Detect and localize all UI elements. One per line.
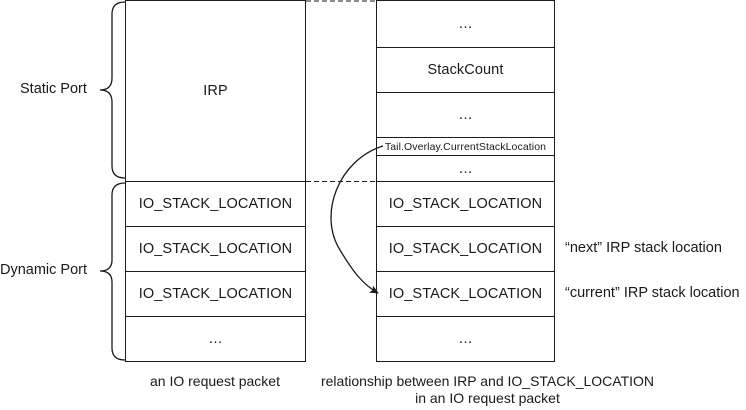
left-stack-location-1-label: IO_STACK_LOCATION xyxy=(138,196,293,212)
static-port-label: Static Port xyxy=(20,81,87,97)
dynamic-port-brace xyxy=(99,182,126,361)
right-irp-field-ellipsis-3: … xyxy=(376,155,555,182)
right-caption-line1: relationship between IRP and IO_STACK_LO… xyxy=(320,373,655,389)
right-stack-location-3: IO_STACK_LOCATION xyxy=(376,271,555,317)
left-irp-box: IRP xyxy=(125,0,306,182)
next-stack-location-annotation: “next” IRP stack location xyxy=(565,240,722,256)
right-stack-location-1-label: IO_STACK_LOCATION xyxy=(388,196,543,212)
right-irp-field-current-stack-location-label: Tail.Overlay.CurrentStackLocation xyxy=(384,140,547,153)
right-irp-field-current-stack-location: Tail.Overlay.CurrentStackLocation xyxy=(376,137,555,156)
left-stack-location-2-label: IO_STACK_LOCATION xyxy=(138,241,293,257)
right-stack-ellipsis-label: … xyxy=(458,331,473,347)
right-irp-field-ellipsis-1: … xyxy=(376,0,555,48)
left-stack-ellipsis: … xyxy=(125,316,306,362)
right-irp-field-stackcount-label: StackCount xyxy=(427,62,504,78)
left-caption: an IO request packet xyxy=(150,373,280,389)
left-stack-ellipsis-label: … xyxy=(208,331,223,347)
left-stack-location-1: IO_STACK_LOCATION xyxy=(125,181,306,227)
right-irp-field-ellipsis-2: … xyxy=(376,92,555,138)
right-irp-field-ellipsis-3-label: … xyxy=(458,160,473,177)
right-stack-location-2-label: IO_STACK_LOCATION xyxy=(388,241,543,257)
right-irp-field-stackcount: StackCount xyxy=(376,47,555,93)
left-stack-location-2: IO_STACK_LOCATION xyxy=(125,226,306,272)
right-caption-line2: in an IO request packet xyxy=(415,390,560,406)
dynamic-port-label: Dynamic Port xyxy=(0,262,88,278)
right-irp-field-ellipsis-1-label: … xyxy=(458,16,473,32)
right-stack-location-3-label: IO_STACK_LOCATION xyxy=(388,286,543,302)
right-stack-ellipsis: … xyxy=(376,316,555,362)
left-stack-location-3: IO_STACK_LOCATION xyxy=(125,271,306,317)
right-irp-field-ellipsis-2-label: … xyxy=(458,107,473,123)
right-stack-location-2: IO_STACK_LOCATION xyxy=(376,226,555,272)
static-port-brace xyxy=(99,1,126,179)
right-stack-location-1: IO_STACK_LOCATION xyxy=(376,181,555,227)
left-irp-label: IRP xyxy=(203,83,228,99)
left-stack-location-3-label: IO_STACK_LOCATION xyxy=(138,286,293,302)
current-stack-location-annotation: “current” IRP stack location xyxy=(565,285,740,301)
